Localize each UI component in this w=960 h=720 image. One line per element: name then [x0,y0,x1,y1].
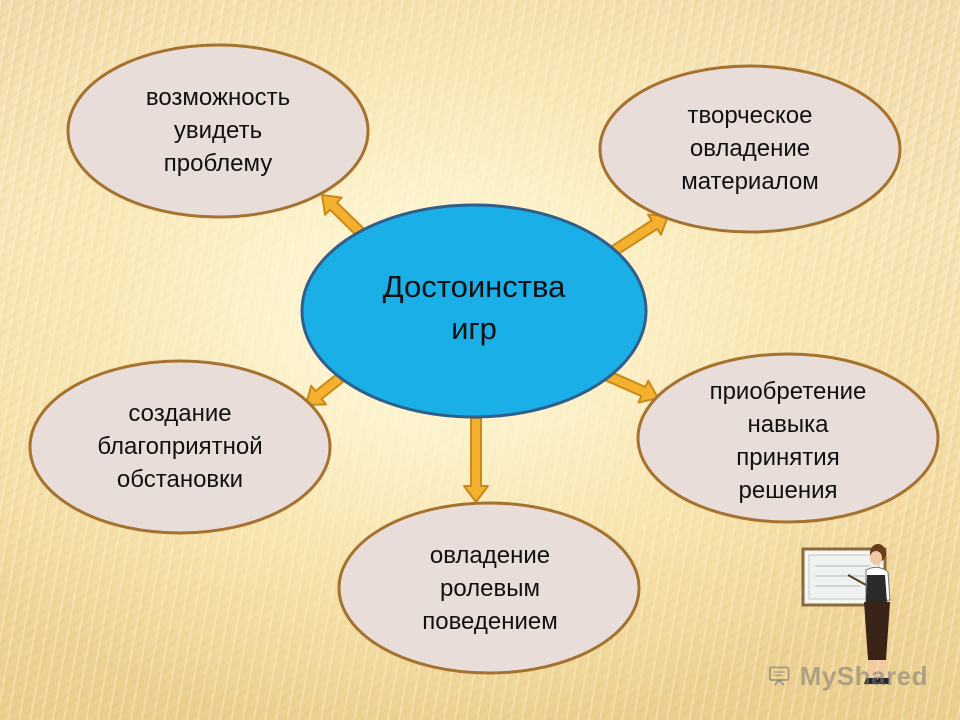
arrow-to-role-behavior [463,417,489,503]
center-node [300,203,648,419]
node-line: создание [128,399,232,427]
arrow-to-creative-mastery [608,213,669,258]
node-line: решения [738,477,838,504]
node-label-favorable-atmosphere: создание благоприятной обстановки [32,386,328,506]
center-line: Достоинства [382,269,566,304]
node-line: творческое [687,101,813,129]
node-line: ролевым [439,574,541,602]
node-line: поведением [422,607,558,635]
node-line: овладение [689,134,811,162]
node-line: принятия [736,444,840,471]
arrow-to-decision-skill [605,370,659,404]
node-line: обстановки [116,465,244,493]
node-creative-mastery [598,64,902,234]
node-line: проблему [163,149,273,177]
arrows-layer [305,194,669,503]
node-label-decision-skill: приобретение навыка принятия решения [640,369,936,513]
node-line: благоприятной [97,432,263,460]
presentation-board-icon [768,666,790,686]
node-role-behavior [337,501,641,675]
node-label-role-behavior: овладение ролевым поведением [342,528,638,648]
node-line: возможность [145,83,291,111]
watermark: MyShared [768,656,928,696]
center-label: Достоинства игр [304,258,644,358]
node-line: навыка [747,411,829,438]
node-favorable-atmosphere [28,359,332,535]
ellipses-layer [28,43,940,675]
node-decision-skill [636,352,940,524]
node-line: увидеть [173,116,263,144]
node-label-creative-mastery: творческое овладение материалом [602,88,898,208]
node-line: материалом [681,167,819,195]
center-line: игр [451,311,497,346]
watermark-text: MyShared [799,660,928,691]
arrow-to-favorable-atmosphere [305,373,345,406]
node-line: овладение [429,541,551,569]
node-label-see-problem: возможность увидеть проблему [70,70,366,190]
arrow-to-see-problem [321,194,365,237]
node-see-problem [66,43,370,219]
node-line: приобретение [709,378,867,405]
teacher-at-whiteboard-icon [801,544,891,684]
